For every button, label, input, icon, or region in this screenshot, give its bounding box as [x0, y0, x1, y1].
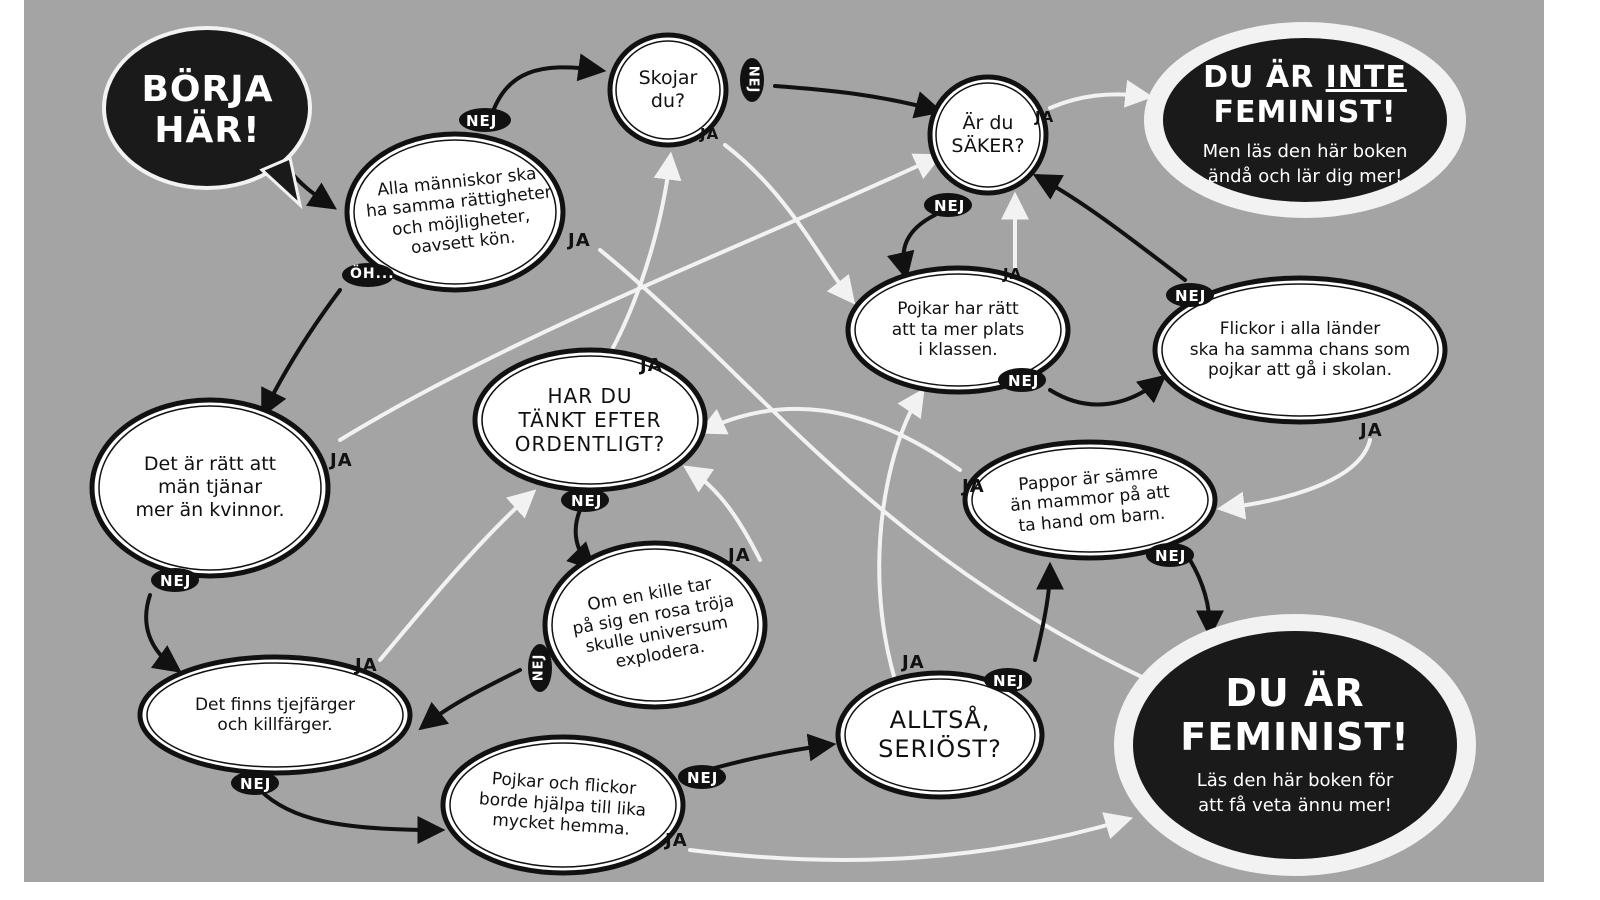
- arrow-sure-nej-to-boys-space: [887, 213, 937, 281]
- arrow-wages-nej-to-colors: [144, 593, 182, 673]
- arrow-seriously-nej-to-dads: [1033, 561, 1064, 662]
- label-pink-ja: JA: [728, 545, 751, 566]
- label-wages-nej: NEJ: [160, 572, 192, 590]
- label-dads-ja: JA: [962, 476, 985, 497]
- label-joking-nej: NEJ: [745, 65, 761, 94]
- arrow-seriously-ja-to-boys-space: [877, 388, 925, 682]
- label-rights-ja: JA: [568, 230, 591, 251]
- label-badges: [151, 58, 1214, 795]
- label-wages-ja: JA: [330, 450, 353, 471]
- question-equal-rights: Alla människor ska ha samma rättigheter …: [365, 163, 553, 259]
- arrow-joking-nej-to-sure: [773, 84, 944, 119]
- label-rights-oh: ÖH...: [350, 266, 395, 282]
- not-feminist-inner: [1163, 38, 1447, 202]
- arrow-rights-nej-to-joking: [488, 53, 607, 122]
- label-thought-ja: JA: [640, 355, 663, 376]
- not-feminist-subtitle: Men läs den här boken ändå och lär dig m…: [1202, 141, 1408, 187]
- arrow-thought-nej-to-pink: [566, 508, 596, 571]
- question-help-at-home: Pojkar och flickor borde hjälpa till lik…: [478, 769, 647, 840]
- arrow-joking-ja-to-boys-space: [723, 143, 856, 305]
- sure-bubble: [927, 74, 1049, 196]
- label-seriously-ja: JA: [902, 652, 925, 673]
- bubbles: [89, 22, 1476, 876]
- start-bubble-tail: [259, 155, 303, 210]
- question-girls-school: Flickor i alla länder ska ha samma chans…: [1189, 319, 1411, 381]
- joking-bubble: [607, 32, 729, 148]
- label-boys-space-nej: NEJ: [1008, 372, 1040, 390]
- start-bubble: [102, 26, 312, 190]
- question-boys-take-space: Pojkar har rätt att ta mer plats i klass…: [891, 299, 1025, 361]
- arrow-help-ja-to-feminist: [688, 812, 1134, 862]
- rights-bubble: [344, 131, 566, 293]
- label-girls-school-nej: NEJ: [1175, 287, 1207, 305]
- dads-bubble: [962, 439, 1218, 561]
- arrow-boys-nej-to-girls: [1048, 374, 1167, 407]
- start-node: BÖRJA HÄR!: [141, 68, 274, 151]
- label-girls-school-ja: JA: [1360, 420, 1383, 441]
- label-boys-space-ja: JA: [1003, 265, 1023, 283]
- arrow-girls-nej-to-sure: [1032, 173, 1187, 282]
- feminist-subtitle: Läs den här boken för att få veta ännu m…: [1196, 770, 1394, 816]
- label-sure-ja: JA: [1035, 108, 1055, 126]
- arrow-colors-ja-to-thought: [378, 489, 537, 662]
- arrow-dads-nej-to-feminist: [1188, 558, 1224, 639]
- question-seriously: ALLTSÅ, SERIÖST?: [878, 706, 1002, 763]
- label-dads-nej: NEJ: [1155, 547, 1187, 565]
- question-gendered-colors: Det finns tjejfärger och killfärger.: [194, 694, 356, 735]
- label-help-ja: JA: [665, 830, 688, 851]
- feminist-title: DU ÄR FEMINIST!: [1180, 671, 1410, 759]
- feminist-inner: [1133, 631, 1457, 859]
- arrow-girls-ja-to-dads: [1216, 438, 1372, 520]
- result-feminist: DU ÄR FEMINIST! Läs den här boken för at…: [1150, 655, 1440, 835]
- arrow-dads-ja-to-thought: [697, 406, 962, 472]
- arrow-pink-ja-to-thought: [683, 465, 762, 562]
- arrow-rights-oh-to-wages: [261, 288, 342, 418]
- label-rights-nej: NEJ: [466, 112, 498, 130]
- arrow-sure-ja-to-not-feminist: [1048, 79, 1154, 110]
- question-joking: Skojar du?: [638, 67, 698, 112]
- question-thought-carefully: HAR DU TÄNKT EFTER ORDENTLIGT?: [514, 384, 666, 456]
- boys-space-bubble: [845, 265, 1071, 395]
- question-men-earn-more: Det är rätt att män tjänar mer än kvinno…: [135, 453, 285, 521]
- label-thought-nej: NEJ: [571, 492, 603, 510]
- girls-school-bubble: [1152, 275, 1448, 425]
- label-help-nej: NEJ: [687, 769, 719, 787]
- arrow-pink-nej-to-colors: [418, 668, 522, 731]
- label-seriously-nej: NEJ: [993, 672, 1025, 690]
- seriously-bubble: [835, 670, 1045, 800]
- colors-bubble: [137, 654, 413, 776]
- label-colors-ja: JA: [355, 655, 378, 676]
- pink-bubble: [542, 540, 768, 710]
- wages-bubble: [89, 397, 331, 579]
- arrow-rights-ja-to-feminist: [598, 248, 1178, 695]
- arrow-colors-nej-to-help: [258, 788, 446, 844]
- question-are-you-sure: Är du SÄKER?: [951, 112, 1025, 157]
- help-home-bubble: [440, 734, 686, 876]
- label-joking-ja: JA: [700, 125, 720, 143]
- label-colors-nej: NEJ: [240, 775, 272, 793]
- label-sure-nej: NEJ: [934, 197, 966, 215]
- label-pink-nej: NEJ: [531, 653, 547, 682]
